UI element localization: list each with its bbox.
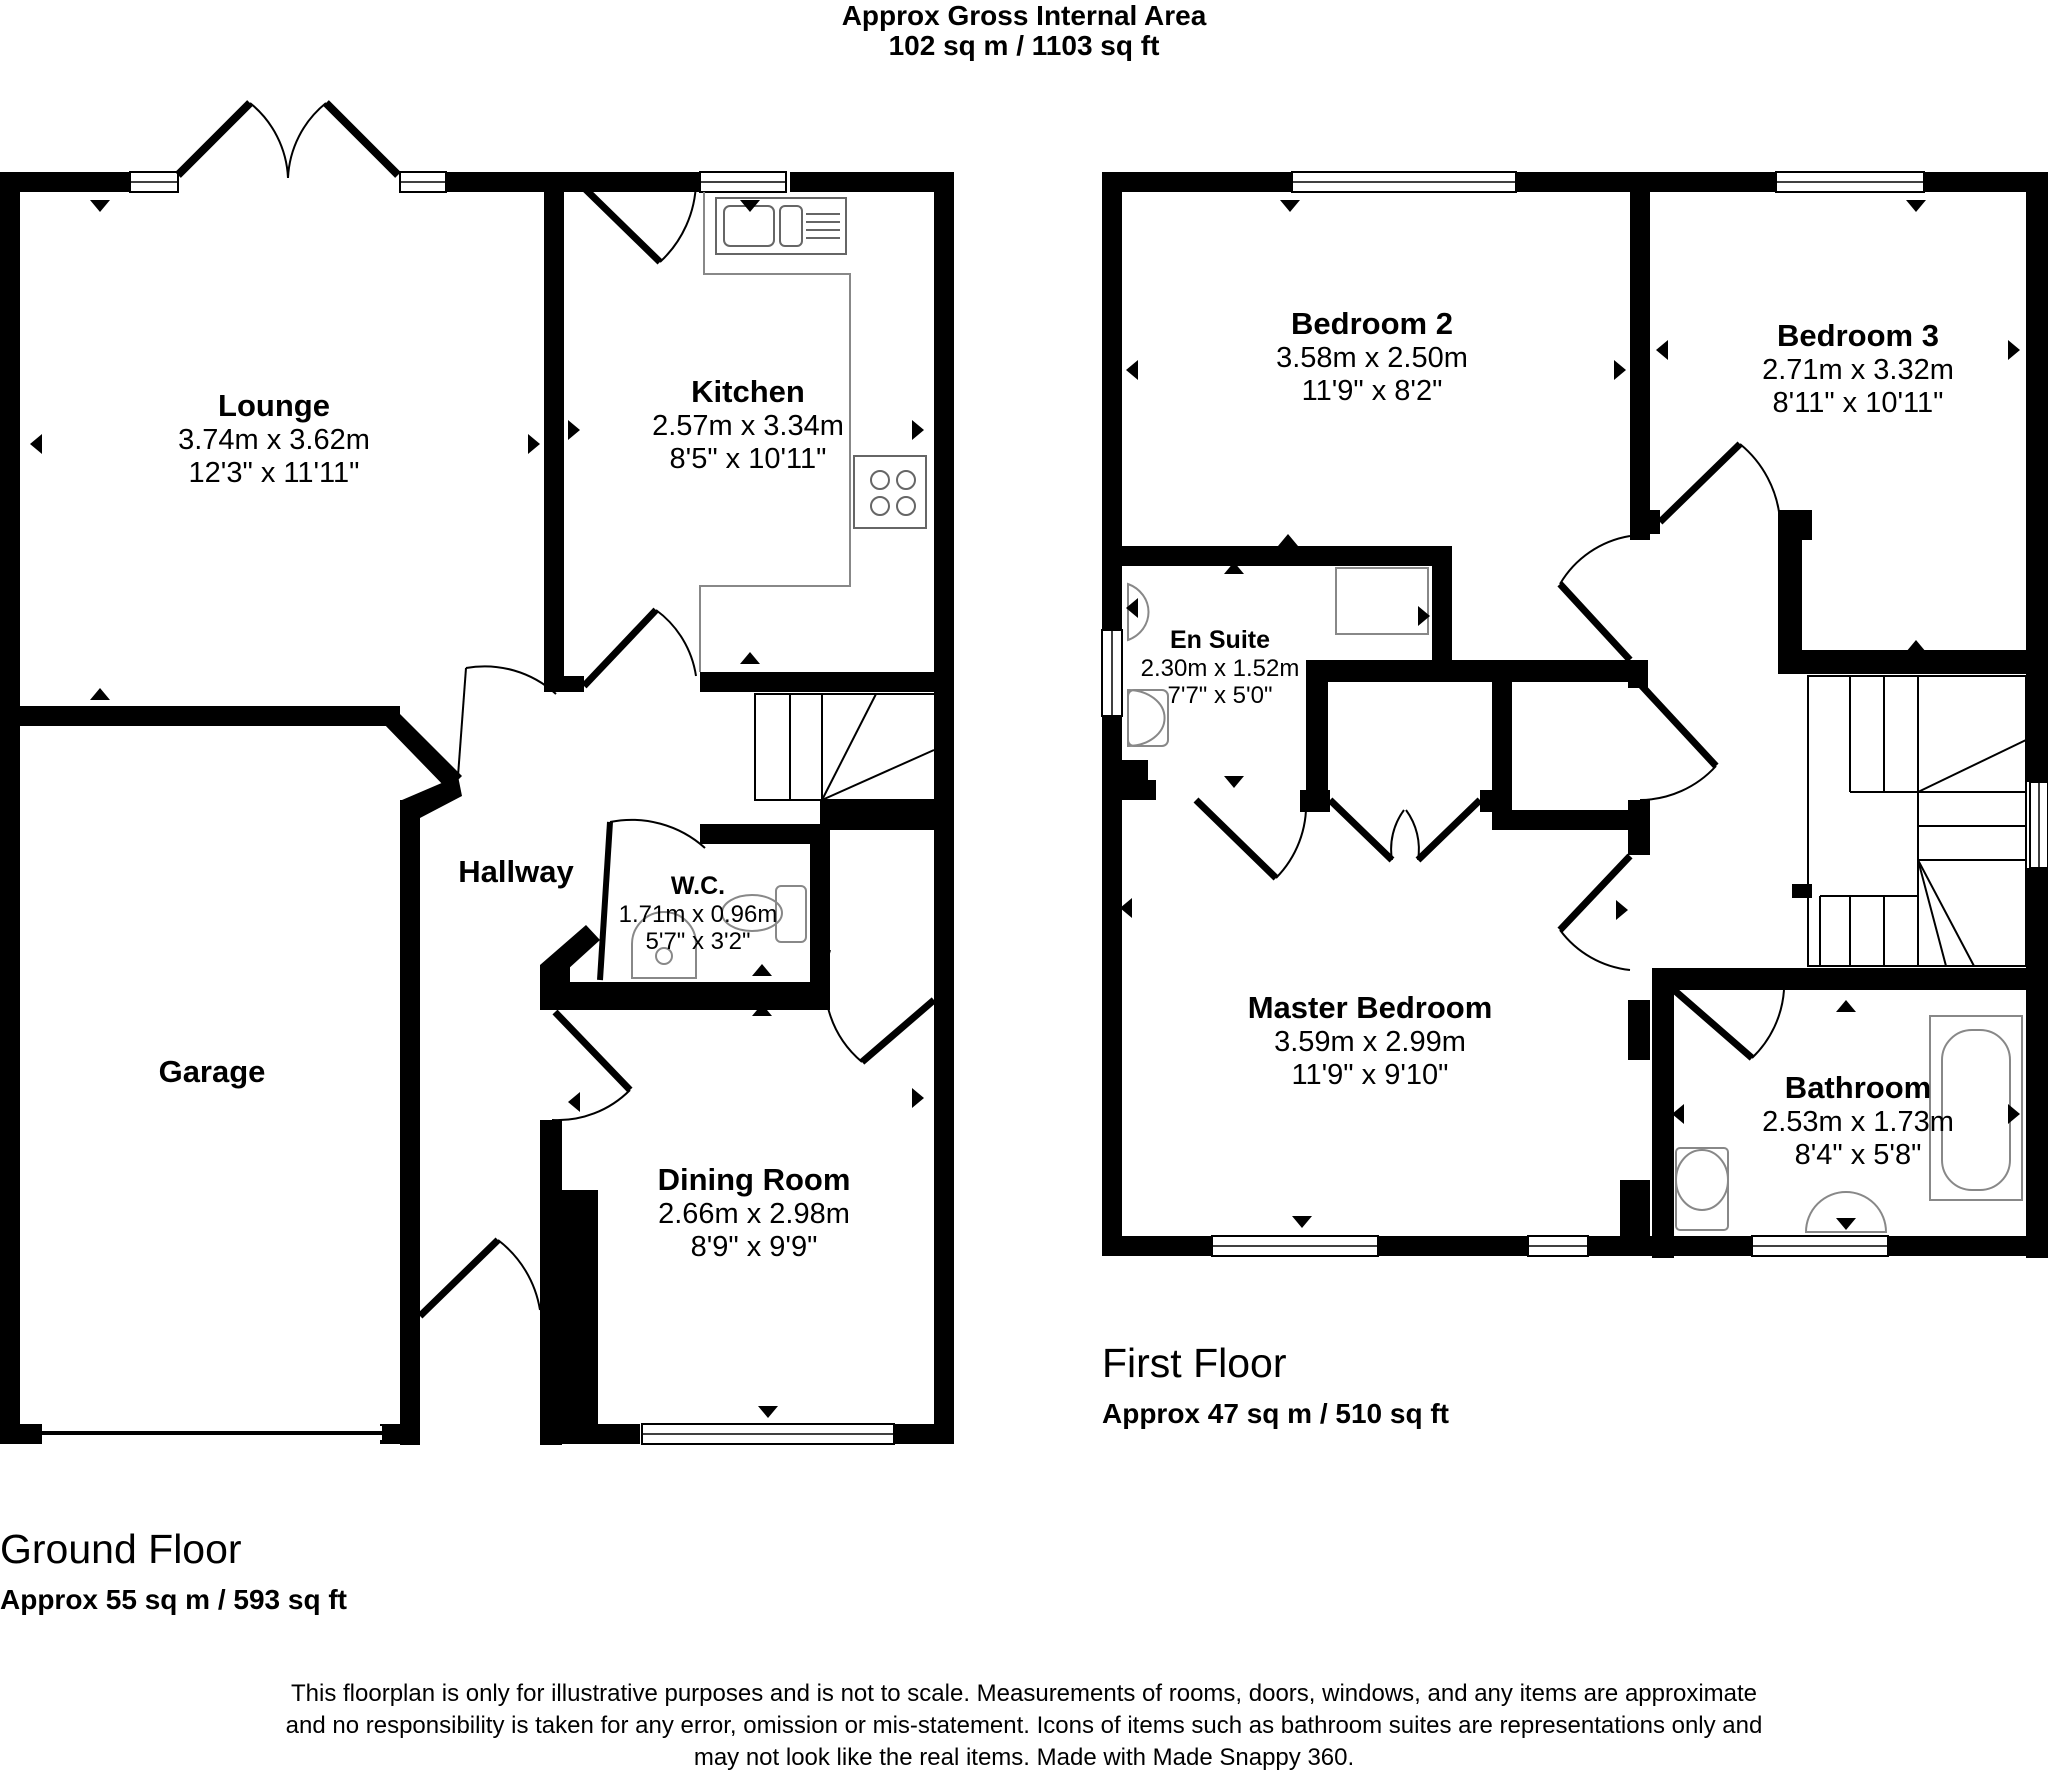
room-metric: 2.30m x 1.52m (1140, 654, 1300, 682)
room-dining: Dining Room 2.66m x 2.98m 8'9" x 9'9" (658, 1162, 851, 1264)
wc-fittings (631, 885, 807, 979)
gross-area-value: 102 sq m / 1103 sq ft (888, 30, 1160, 61)
room-metric: 2.57m x 3.34m (652, 409, 844, 442)
room-name: Bedroom 2 (1291, 306, 1453, 341)
gross-area-title: Approx Gross Internal Area (841, 0, 1207, 31)
room-bedroom-3: Bedroom 3 2.71m x 3.32m 8'11" x 10'11" (1762, 318, 1954, 420)
room-name: Lounge (218, 388, 330, 423)
room-lounge: Lounge 3.74m x 3.62m 12'3" x 11'11" (178, 388, 370, 490)
bathroom-fittings (1675, 1015, 2023, 1233)
first-floor-walls (1102, 172, 2048, 1258)
ground-floor-area: Approx 55 sq m / 593 sq ft (0, 1584, 347, 1615)
room-name: Bathroom (1784, 1070, 1932, 1105)
room-name: Master Bedroom (1247, 990, 1493, 1025)
first-floor-doors (1193, 441, 1785, 1061)
room-name: Bedroom 3 (1777, 318, 1939, 353)
room-name: En Suite (1169, 626, 1270, 654)
room-garage: Garage (159, 1054, 266, 1090)
room-imperial: 8'9" x 9'9" (690, 1230, 818, 1263)
room-name: Dining Room (657, 1162, 851, 1197)
first-stairs (1807, 675, 2027, 967)
room-metric: 3.74m x 3.62m (178, 423, 370, 456)
room-wc: W.C. 1.71m x 0.96m 5'7" x 3'2" (619, 872, 778, 956)
disclaimer-line-2: and no responsibility is taken for any e… (285, 1711, 1763, 1739)
room-bathroom: Bathroom 2.53m x 1.73m 8'4" x 5'8" (1762, 1070, 1954, 1172)
room-name: Kitchen (691, 374, 805, 409)
dining-door (551, 1009, 633, 1122)
hallway-kitchen-door (581, 607, 697, 689)
ensuite-fittings (1127, 567, 1429, 748)
first-floor-title: First Floor (1102, 1340, 1287, 1386)
first-floor-area: Approx 47 sq m / 510 sq ft (1102, 1398, 1449, 1429)
kitchen-fittings (699, 192, 927, 672)
room-imperial: 8'4" x 5'8" (1794, 1138, 1922, 1171)
room-metric: 3.59m x 2.99m (1274, 1025, 1466, 1058)
room-name: W.C. (670, 872, 726, 900)
ground-stairs (754, 693, 936, 801)
disclaimer-line-3: may not look like the real items. Made w… (693, 1743, 1355, 1771)
window-details (130, 181, 894, 1435)
disclaimer: This floorplan is only for illustrative … (286, 1678, 1763, 1774)
room-metric: 1.71m x 0.96m (618, 900, 778, 928)
room-metric: 3.58m x 2.50m (1276, 341, 1468, 374)
room-imperial: 12'3" x 11'11" (188, 456, 360, 489)
disclaimer-line-1: This floorplan is only for illustrative … (290, 1680, 1758, 1707)
room-kitchen: Kitchen 2.57m x 3.34m 8'5" x 10'11" (652, 374, 844, 476)
first-window-details (1111, 181, 2040, 1247)
room-name: Garage (158, 1054, 266, 1089)
room-metric: 2.71m x 3.32m (1762, 353, 1954, 386)
room-imperial: 7'7" x 5'0" (1167, 682, 1273, 710)
kitchen-back-door (575, 179, 697, 265)
measurement-arrows (30, 200, 2020, 1418)
ground-floor-title: Ground Floor (0, 1526, 242, 1572)
understairs-door (823, 949, 937, 1065)
room-name: Hallway (458, 854, 574, 889)
room-master-bedroom: Master Bedroom 3.59m x 2.99m 11'9" x 9'1… (1248, 990, 1493, 1092)
room-imperial: 8'11" x 10'11" (1772, 386, 1944, 419)
room-metric: 2.53m x 1.73m (1762, 1105, 1954, 1138)
front-door (417, 1237, 541, 1319)
room-imperial: 11'9" x 9'10" (1291, 1058, 1449, 1091)
room-imperial: 8'5" x 10'11" (669, 442, 827, 475)
room-bedroom-2: Bedroom 2 3.58m x 2.50m 11'9" x 8'2" (1276, 306, 1468, 408)
hallway-lounge-door (457, 665, 557, 777)
wc-door (597, 818, 706, 981)
ground-floor-walls (0, 172, 954, 1445)
room-imperial: 5'7" x 3'2" (645, 928, 751, 956)
room-metric: 2.66m x 2.98m (658, 1197, 850, 1230)
room-en-suite: En Suite 2.30m x 1.52m 7'7" x 5'0" (1141, 626, 1300, 710)
room-imperial: 11'9" x 8'2" (1301, 374, 1443, 407)
room-hallway: Hallway (458, 854, 573, 890)
lounge-french-doors (175, 100, 401, 179)
